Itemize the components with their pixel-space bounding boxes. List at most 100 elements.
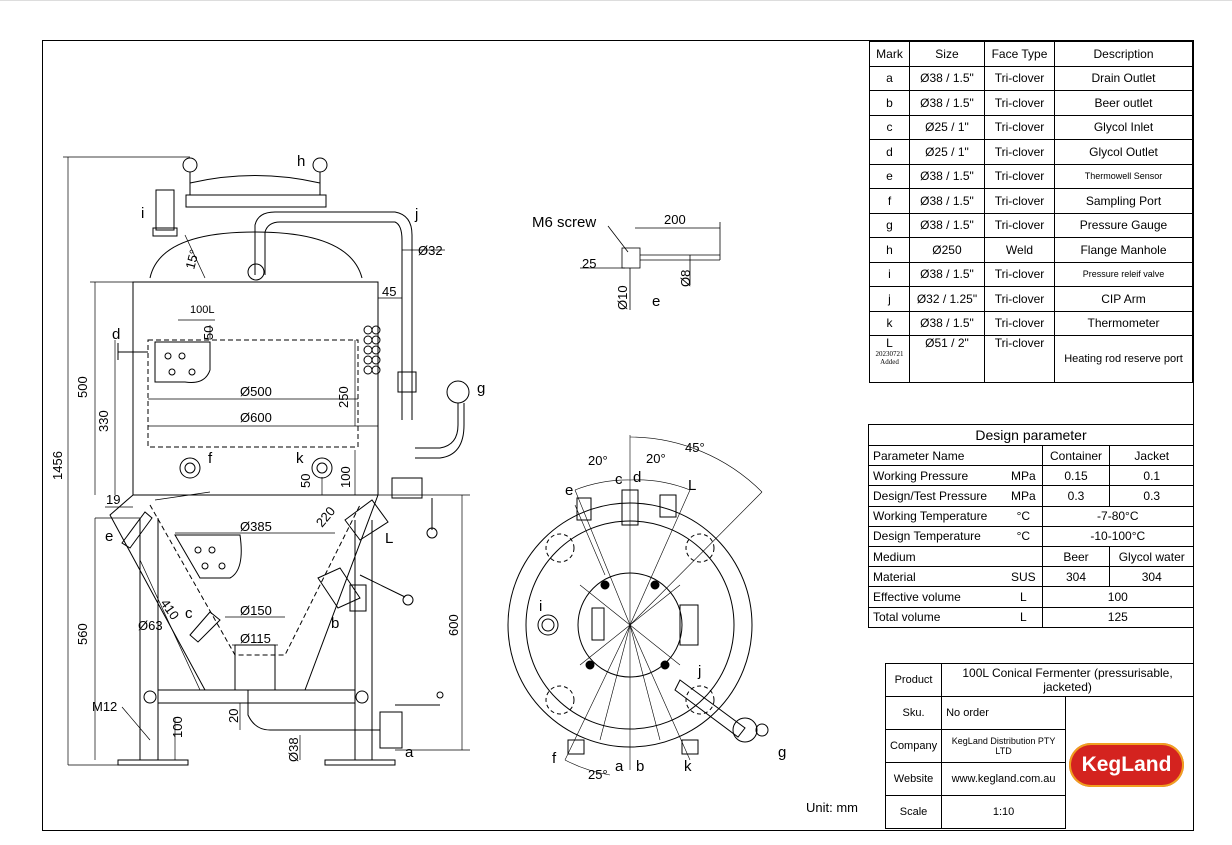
mark-e-top: e xyxy=(565,482,573,499)
drain-pipe xyxy=(247,690,380,731)
dim-upper-500: 500 xyxy=(75,376,90,398)
spec-size: Ø51 / 2" xyxy=(909,335,985,383)
spec-header-size: Size xyxy=(909,41,985,67)
spec-face: Tri-clover xyxy=(983,212,1056,238)
spec-face: Tri-clover xyxy=(983,261,1056,287)
dim-d600: Ø600 xyxy=(240,410,272,425)
scale-value: 1:10 xyxy=(941,795,1067,829)
total-volume-name: Total volume xyxy=(868,606,1006,628)
test-pressure-jacket: 0.3 xyxy=(1109,485,1194,507)
dim-angle-25: 25° xyxy=(588,767,608,782)
spec-face: Tri-clover xyxy=(983,114,1056,140)
manhole-handle-left xyxy=(182,157,198,173)
dim-d115: Ø115 xyxy=(240,631,271,646)
sku-label: Sku. xyxy=(884,696,943,730)
mark-L-top: L xyxy=(688,477,696,494)
dim-v45: 45 xyxy=(382,284,396,299)
mark-g-top: g xyxy=(778,744,786,761)
heater-port-L xyxy=(344,499,389,541)
thermowell-port xyxy=(121,511,153,549)
effective-volume-name: Effective volume xyxy=(868,586,1006,608)
spec-size: Ø250 xyxy=(909,237,985,263)
spec-mark: e xyxy=(869,163,910,189)
website-label: Website xyxy=(884,762,943,796)
tank-dome xyxy=(149,231,363,279)
drawing-frame xyxy=(42,40,1194,831)
spec-desc: Glycol Outlet xyxy=(1054,139,1193,165)
manhole-flange xyxy=(185,194,327,208)
dim-d500: Ø500 xyxy=(240,384,272,399)
mark-j-side: j xyxy=(414,206,418,223)
scale-label: Scale xyxy=(884,795,943,829)
dim-upper-330: 330 xyxy=(96,410,111,432)
effective-volume-unit: L xyxy=(1005,586,1043,608)
effective-volume-value: 100 xyxy=(1041,586,1195,608)
spec-face: Tri-clover xyxy=(983,335,1056,383)
spec-size: Ø38 / 1.5" xyxy=(909,65,985,91)
manhole-hinge xyxy=(679,604,699,646)
product-label: Product xyxy=(884,663,943,697)
glycol-inlet-c xyxy=(189,611,221,643)
spec-face: Tri-clover xyxy=(983,286,1056,312)
outer-jacket xyxy=(132,281,379,496)
spec-mark: h xyxy=(869,237,910,263)
spec-header-mark: Mark xyxy=(869,41,910,67)
dim-v50a: 50 xyxy=(201,326,216,340)
spec-mark: f xyxy=(869,188,910,214)
side-view xyxy=(63,156,470,766)
dim-m12: M12 xyxy=(92,699,117,714)
mark-b-top: b xyxy=(636,758,644,775)
spec-desc: CIP Arm xyxy=(1054,286,1193,312)
mark-e-screw: e xyxy=(652,293,660,310)
dim-v20: 20 xyxy=(226,709,241,723)
design-header-jacket: Jacket xyxy=(1109,444,1194,467)
heat-exchanger xyxy=(363,325,381,375)
design-header-name: Parameter Name xyxy=(868,444,1043,467)
screw-detail xyxy=(580,222,721,310)
spec-face: Tri-clover xyxy=(983,65,1056,91)
mark-g-side: g xyxy=(477,380,485,397)
spec-face: Tri-clover xyxy=(983,163,1056,189)
dim-total-height: 1456 xyxy=(50,451,65,480)
dim-s25: 25 xyxy=(582,256,596,271)
drain-neck xyxy=(234,644,276,691)
spec-size: Ø38 / 1.5" xyxy=(909,212,985,238)
unit-note: Unit: mm xyxy=(806,800,858,815)
spec-desc: Flange Manhole xyxy=(1054,237,1193,263)
spec-size: Ø38 / 1.5" xyxy=(909,310,985,336)
dim-v100b: 100 xyxy=(170,716,185,738)
dim-angle-20b: 20° xyxy=(646,451,666,466)
dim-100L: 100L xyxy=(190,304,214,316)
medium-container: Beer xyxy=(1041,545,1111,568)
spec-header-desc: Description xyxy=(1054,41,1193,67)
spec-mark: j xyxy=(869,286,910,312)
working-pressure-jacket: 0.1 xyxy=(1109,465,1194,487)
spec-mark: b xyxy=(869,90,910,116)
dim-v19: 19 xyxy=(106,492,120,507)
cip-pipe-top xyxy=(674,679,746,738)
mark-c-top: c xyxy=(615,471,623,488)
mark-f-top: f xyxy=(552,750,557,767)
spec-size: Ø38 / 1.5" xyxy=(909,163,985,189)
spec-face: Tri-clover xyxy=(983,188,1056,214)
page-edge xyxy=(0,0,1232,1)
spec-face: Tri-clover xyxy=(983,90,1056,116)
spec-mark: g xyxy=(869,212,910,238)
test-pressure-name: Design/Test Pressure xyxy=(868,485,1006,507)
spec-mark-note-date: 20230721 xyxy=(875,350,904,358)
working-pressure-container: 0.15 xyxy=(1041,465,1111,487)
medium-name: Medium xyxy=(868,545,1043,568)
spec-desc: Pressure releif valve xyxy=(1054,261,1193,287)
dim-d8: Ø8 xyxy=(678,270,693,287)
dim-d10: Ø10 xyxy=(615,285,630,310)
spec-size: Ø25 / 1" xyxy=(909,139,985,165)
